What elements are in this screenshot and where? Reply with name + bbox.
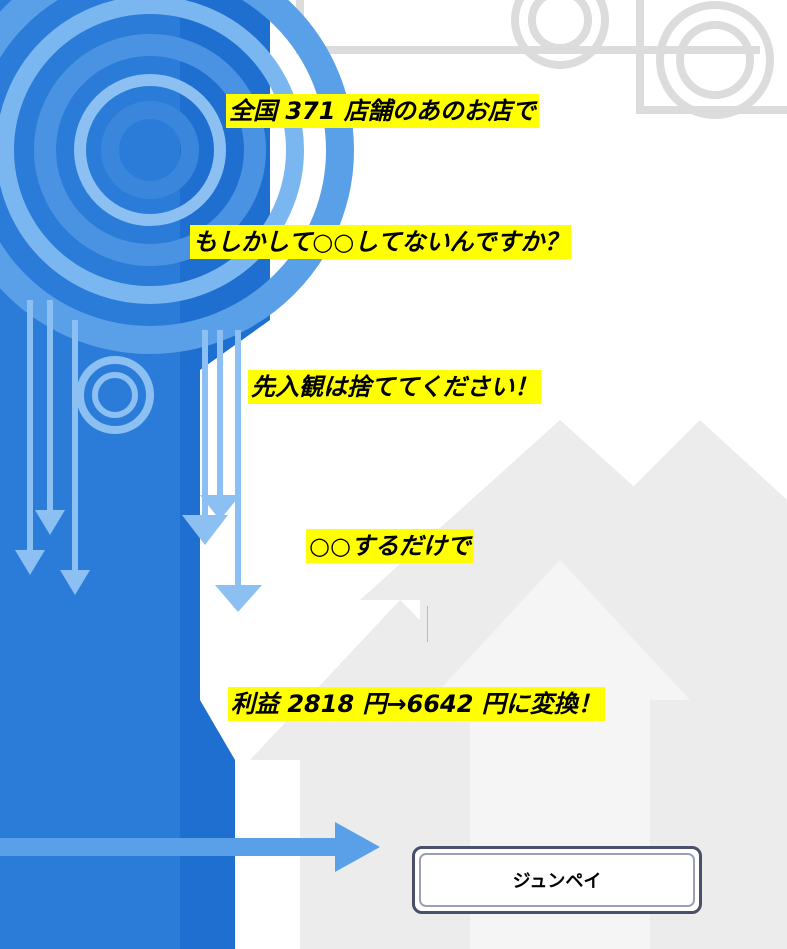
headline-line-1: 全国 371 店舗のあのお店で — [226, 94, 539, 128]
headline-line-5: 利益 2818 円→6642 円に変換！ — [228, 687, 605, 721]
headline-line-3: 先入観は捨ててください！ — [248, 370, 542, 404]
headline-line-2: もしかして○○してないんですか？ — [190, 225, 572, 259]
headline-line-4: ○○するだけで — [306, 529, 474, 563]
cta-button-label: ジュンペイ — [512, 871, 602, 892]
cta-button[interactable]: ジュンペイ — [412, 846, 702, 914]
cta-button-inner-border — [419, 853, 695, 907]
divider — [427, 606, 428, 642]
